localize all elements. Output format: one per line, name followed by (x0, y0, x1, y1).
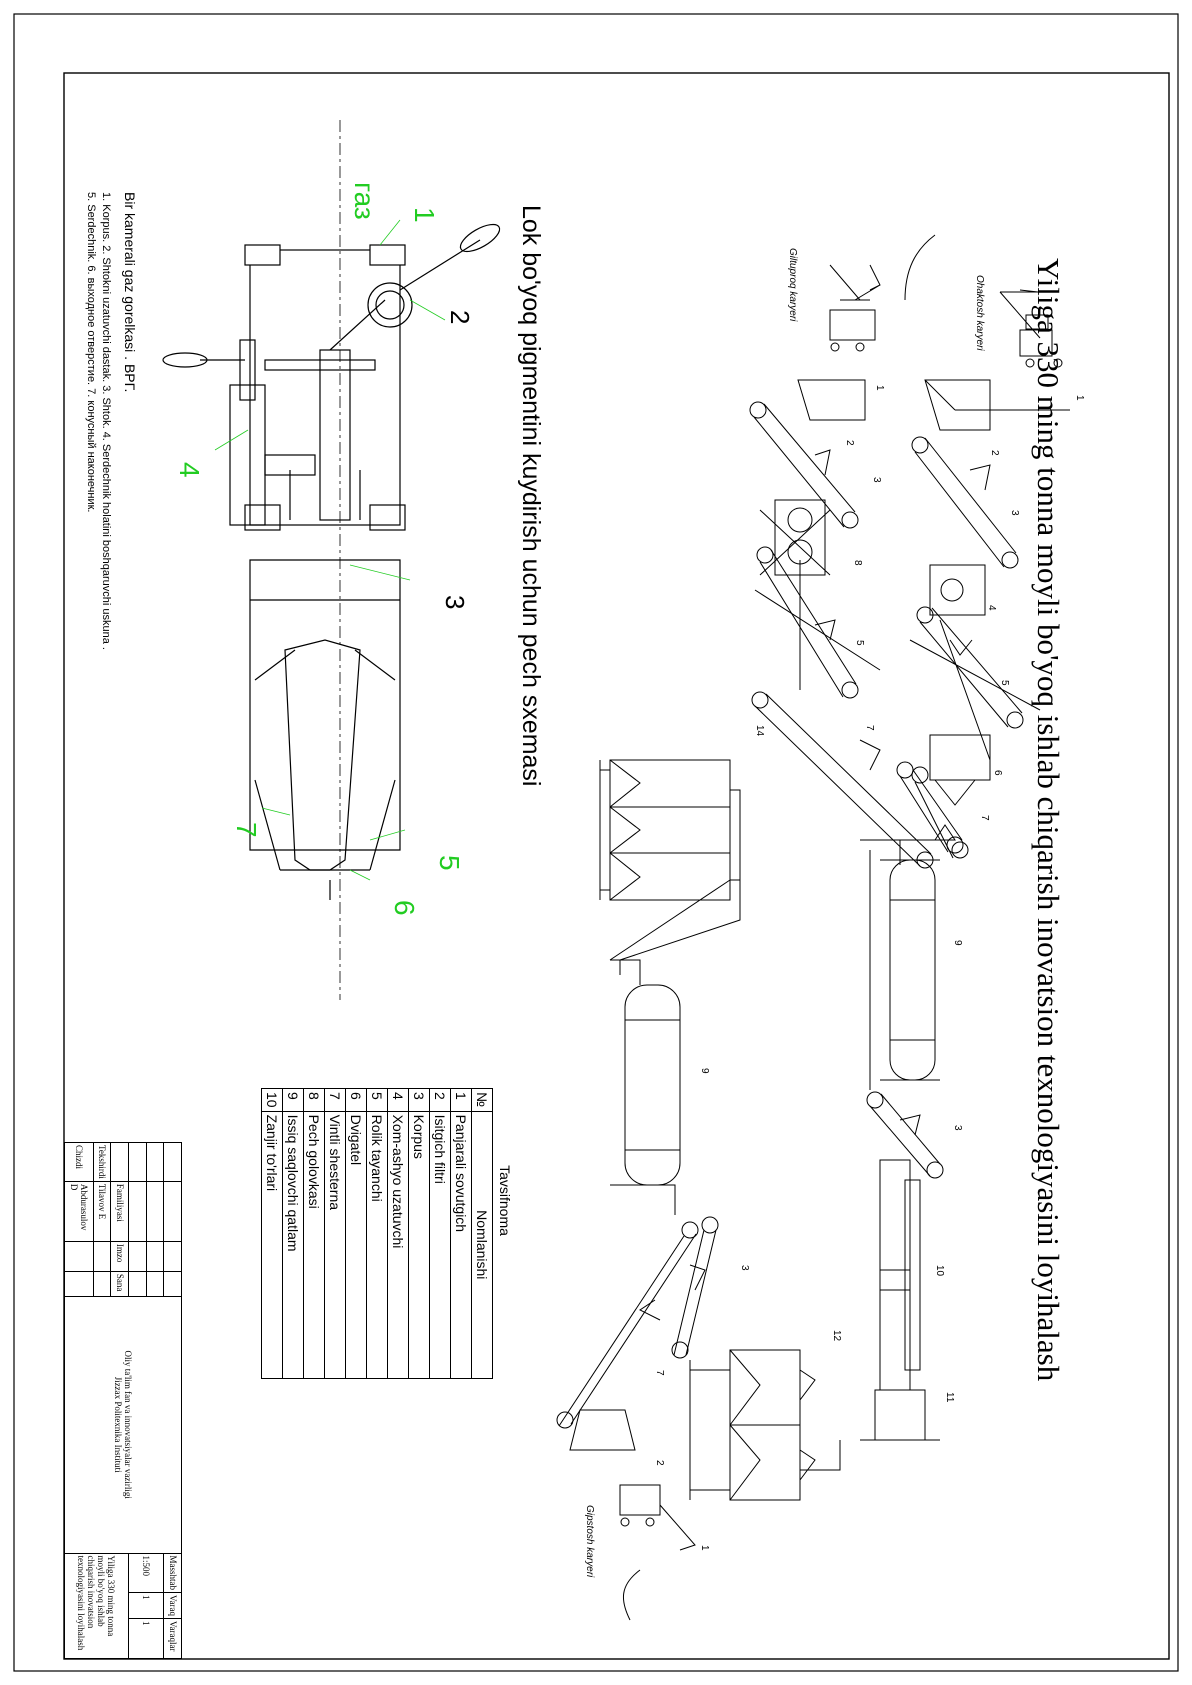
spec-no: 8 (303, 1088, 325, 1112)
spec-col-name: Nomlanishi (471, 1111, 493, 1379)
institute-label: Jizzax Politexnika Instituti (113, 1376, 123, 1473)
drew-label: Chizdi (64, 1142, 94, 1182)
quarry-ohaktosh-label: Ohaktosh karyeri (974, 275, 985, 351)
spec-table-header: № Nomlanishi (471, 1088, 493, 1379)
callout-1b: 1 (874, 385, 885, 391)
spec-no: 6 (345, 1088, 367, 1112)
sheets-value: 1 (128, 1618, 164, 1659)
callout-1c: 1 (699, 1545, 710, 1551)
spec-name: Xom-ashyo uzatuvchi (387, 1111, 409, 1379)
burner-callout-7: 7 (231, 822, 262, 838)
inner-frame (63, 72, 1170, 1660)
spec-name: Korpus (408, 1111, 430, 1379)
checked-name: Tilavov E (93, 1181, 111, 1242)
spec-col-no: № (471, 1088, 493, 1112)
gas-burner-drawing (162, 120, 501, 1000)
spec-name: Dvigatel (345, 1111, 367, 1379)
burner-callout-1: 1 (409, 207, 440, 223)
callout-2b: 2 (844, 440, 855, 446)
burner-callout-6: 6 (389, 900, 420, 916)
ministry-institute: Oliy ta'lim fan va innovatsiyalar vazirl… (64, 1296, 182, 1553)
sign-header: Imzo (110, 1241, 129, 1272)
callout-9b: 9 (699, 1068, 710, 1074)
drawing-title: Yiliga 330 ming tonna moyli bo'yoq ishla… (1031, 258, 1066, 1382)
callout-3a: 3 (1009, 510, 1020, 516)
spec-no: 3 (408, 1088, 430, 1112)
spec-name: Rolik tayanchi (366, 1111, 388, 1379)
title-block: Oliy ta'lim fan va innovatsiyalar vazirl… (64, 1142, 182, 1659)
callout-12: 12 (831, 1330, 842, 1342)
project-name: Yiliga 330 ming tonna moyli bo'yoq ishla… (64, 1553, 129, 1659)
callout-3b: 3 (871, 477, 882, 483)
callout-4: 4 (986, 605, 997, 611)
checked-label: Tekshirdi (93, 1142, 111, 1182)
callout-7a: 7 (979, 815, 990, 821)
spec-no: 1 (450, 1088, 472, 1112)
quarry-giltuproq-label: Giltuproq karyeri (787, 248, 798, 322)
spec-name: Isitgich filtri (429, 1111, 451, 1379)
ministry-label: Oliy ta'lim fan va innovatsiyalar vazirl… (123, 1350, 133, 1499)
callout-2c: 2 (654, 1460, 665, 1466)
spec-no: 5 (366, 1088, 388, 1112)
spec-name: Zanjir to'rlari (261, 1111, 283, 1379)
drawing-subtitle: Lok bo'yoq pigmentini kuydirish uchun pe… (517, 205, 545, 787)
spec-no: 9 (282, 1088, 304, 1112)
spec-name: Pech golovkasi (303, 1111, 325, 1379)
spec-no: 2 (429, 1088, 451, 1112)
drew-name: Abdurasulov D (64, 1181, 94, 1242)
spec-name: Issiq saqlovchi qatlam (282, 1111, 304, 1379)
spec-name: Vintli shesterna (324, 1111, 346, 1379)
quarry-gipstosh-label: Gipstosh karyeri (584, 1505, 595, 1578)
callout-6: 6 (992, 770, 1003, 776)
spec-no: 10 (261, 1088, 283, 1112)
scale-header: Masshtab (163, 1553, 182, 1593)
callout-11: 11 (944, 1392, 955, 1403)
burner-callout-4: 4 (174, 462, 205, 478)
sheet-value: 1 (128, 1592, 164, 1619)
callout-5b: 5 (854, 640, 865, 646)
burner-note-1: 1. Korpus. 2. Shtokni uzatuvchi dastak. … (100, 192, 112, 650)
burner-note-2: 5. Serdechnik. 6. выходное отверстие. 7.… (85, 192, 97, 513)
outer-frame (13, 13, 1179, 1672)
callout-7b: 7 (864, 725, 875, 731)
callout-1a: 1 (1074, 395, 1085, 401)
burner-leader-lines (214, 219, 446, 881)
callout-5a: 5 (999, 680, 1010, 686)
surname-header: Familiyasi (110, 1181, 129, 1242)
burner-caption: Bir kamerali gaz gorelkasi . ВРГ. (122, 192, 138, 393)
date-header: Sana (110, 1271, 129, 1297)
burner-callout-2: 2 (445, 310, 475, 325)
callout-3d: 3 (739, 1265, 750, 1271)
gas-label: газ (349, 182, 380, 220)
spec-no: 4 (387, 1088, 409, 1112)
callout-8: 8 (852, 560, 863, 566)
callout-3c: 3 (952, 1125, 963, 1131)
callout-2a: 2 (989, 450, 1000, 456)
callout-7c: 7 (654, 1370, 665, 1376)
sheet-header: Varaq (163, 1592, 182, 1619)
spec-no: 7 (324, 1088, 346, 1112)
callout-10: 10 (934, 1265, 945, 1277)
callout-9a: 9 (952, 940, 963, 946)
spec-name: Panjarali sovutgich (450, 1111, 472, 1379)
process-flow-lines (556, 234, 1070, 1621)
spec-table-caption: Tavsifnoma (497, 1165, 513, 1236)
burner-callout-5: 5 (434, 855, 465, 871)
sheets-header: Varaqlar (163, 1618, 182, 1659)
callout-14: 14 (754, 725, 765, 737)
burner-callout-3: 3 (440, 595, 470, 610)
scale-value: 1:500 (128, 1553, 164, 1593)
